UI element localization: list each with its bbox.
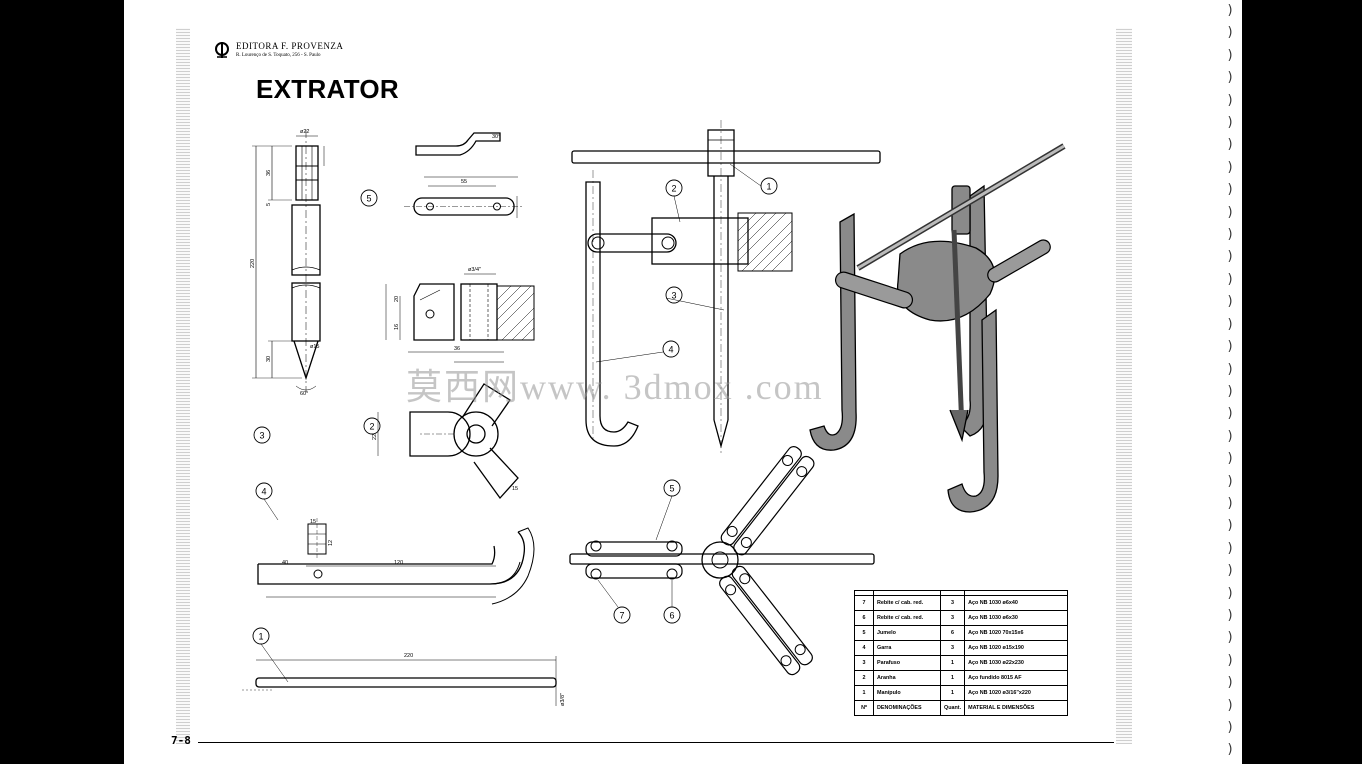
publisher-logo-icon [215,42,229,58]
callout-1-part1: 1 [258,632,263,642]
page-number: 7-8 [171,734,191,747]
callout-2-assembly: 2 [671,184,676,194]
dim-16: 16 [394,324,400,330]
part-2-spider-detail [385,273,535,363]
dim-40: 40 [282,560,288,566]
dim-20: 20 [394,296,400,302]
page-title: EXTRATOR [256,74,400,104]
dim-diameter-3-4: ø3/4" [468,267,481,273]
dim-diameter-22: ø22 [300,129,309,135]
dim-diameter-3-8: ø3/8" [560,693,566,706]
dim-diameter-15: ø15 [310,344,319,350]
publisher-name: EDITORA F. PROVENZA [236,41,344,51]
dim-60-deg: 60° [300,391,308,397]
binding-holes: ) ) ) ) ) ) ) ) ) ) ) ) ) ) ) ) ) ) ) ) … [1227,3,1233,758]
dim-30: 30 [266,356,272,362]
callout-labels: 5 3 2 4 1 2 1 3 4 5 7 6 [258,182,771,642]
drawing-sheet: ) ) ) ) ) ) ) ) ) ) ) ) ) ) ) ) ) ) ) ) … [124,0,1242,764]
callout-7-assembly: 7 [619,611,624,621]
dim-15-jaw: 15 [310,519,316,525]
technical-drawing: 5 3 2 4 1 2 1 3 4 5 7 6 ø22 36 5 220 30 … [242,120,1066,706]
assembly-plan-view [569,446,875,676]
dimension-labels: ø22 36 5 220 30 ø15 60° 30° 55 ø3/4" 36 … [250,129,566,706]
assembly-section-view [571,120,881,456]
scan-margin-right [1116,28,1132,744]
dim-220-handle: 220 [404,653,413,659]
part-2-spider-plan [377,383,519,500]
callout-3-part3: 3 [259,431,264,441]
callout-4-part4: 4 [261,487,266,497]
part-1-handle-detail [242,656,557,706]
isometric-extractor-illustration [809,143,1066,513]
callout-5-assembly: 5 [669,484,674,494]
dim-36-spider: 36 [454,346,460,352]
callout-3-assembly: 3 [671,291,676,301]
callout-6-assembly: 6 [669,611,674,621]
footer-rule [198,742,1114,743]
dim-5: 5 [266,203,272,206]
callouts [252,163,778,683]
dim-22: 22 [372,434,378,440]
part-4-jaw-detail [257,518,535,605]
dim-36: 36 [266,170,272,176]
dim-55: 55 [461,179,467,185]
watermark: 莫西网www. 3dmox .com [406,367,824,407]
scan-margin-left [176,28,190,744]
dim-120: 120 [394,560,403,566]
callout-4-assembly: 4 [668,345,673,355]
callout-1-assembly: 1 [766,182,771,192]
dim-12: 12 [328,540,334,546]
dim-30-deg: 30° [492,134,500,140]
dim-220: 220 [250,259,256,268]
publisher-address: R. Lourenço de S. Toquato, 256 - S. Paul… [236,53,321,58]
callout-5-part5: 5 [366,194,371,204]
dim-15-arm: 15 [512,486,518,492]
callout-2-part2: 2 [369,422,374,432]
part-5-link-detail [404,132,524,218]
part-3-screw-detail [252,130,325,392]
